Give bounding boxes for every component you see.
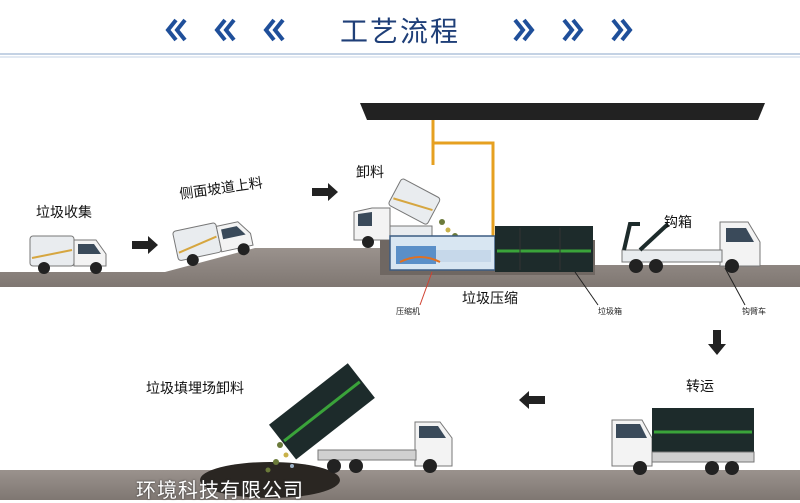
arrow-left — [519, 391, 545, 409]
label-collect: 垃圾收集 — [36, 205, 92, 221]
company-name-watermark: 环境科技有限公司 — [136, 478, 304, 502]
leader-compressor — [419, 271, 433, 306]
arrow-right-2 — [312, 183, 338, 201]
callout-bin: 垃圾箱 — [598, 307, 622, 316]
orange-pipe — [433, 141, 495, 240]
arrow-down — [708, 330, 726, 355]
label-landfill: 垃圾填埋场卸料 — [146, 381, 244, 397]
waste-pile — [200, 462, 340, 498]
page-title: 工艺流程 — [339, 15, 460, 48]
lower-ground — [0, 470, 800, 500]
label-hook: 钩箱 — [664, 215, 692, 231]
roof-canopy — [360, 103, 765, 120]
callout-hook-truck: 钩臂车 — [742, 307, 766, 316]
arrow-right-1 — [132, 236, 158, 254]
dumping-debris — [265, 442, 294, 473]
hook-truck — [621, 221, 761, 273]
header-chevrons-right — [513, 18, 633, 42]
callout-compressor: 压缩机 — [396, 307, 420, 316]
leader-bin — [574, 271, 599, 306]
header-chevrons-left — [165, 18, 285, 42]
compressor-unit — [389, 235, 496, 271]
waste-bin — [495, 226, 593, 272]
landfill-truck — [268, 363, 453, 473]
label-compress: 垃圾压缩 — [462, 291, 518, 307]
leader-hook-truck — [724, 267, 746, 306]
collection-truck — [29, 235, 107, 274]
ramp-truck — [172, 221, 254, 267]
label-transfer: 转运 — [686, 379, 714, 395]
label-unload: 卸料 — [356, 165, 384, 181]
transfer-truck — [611, 408, 755, 475]
